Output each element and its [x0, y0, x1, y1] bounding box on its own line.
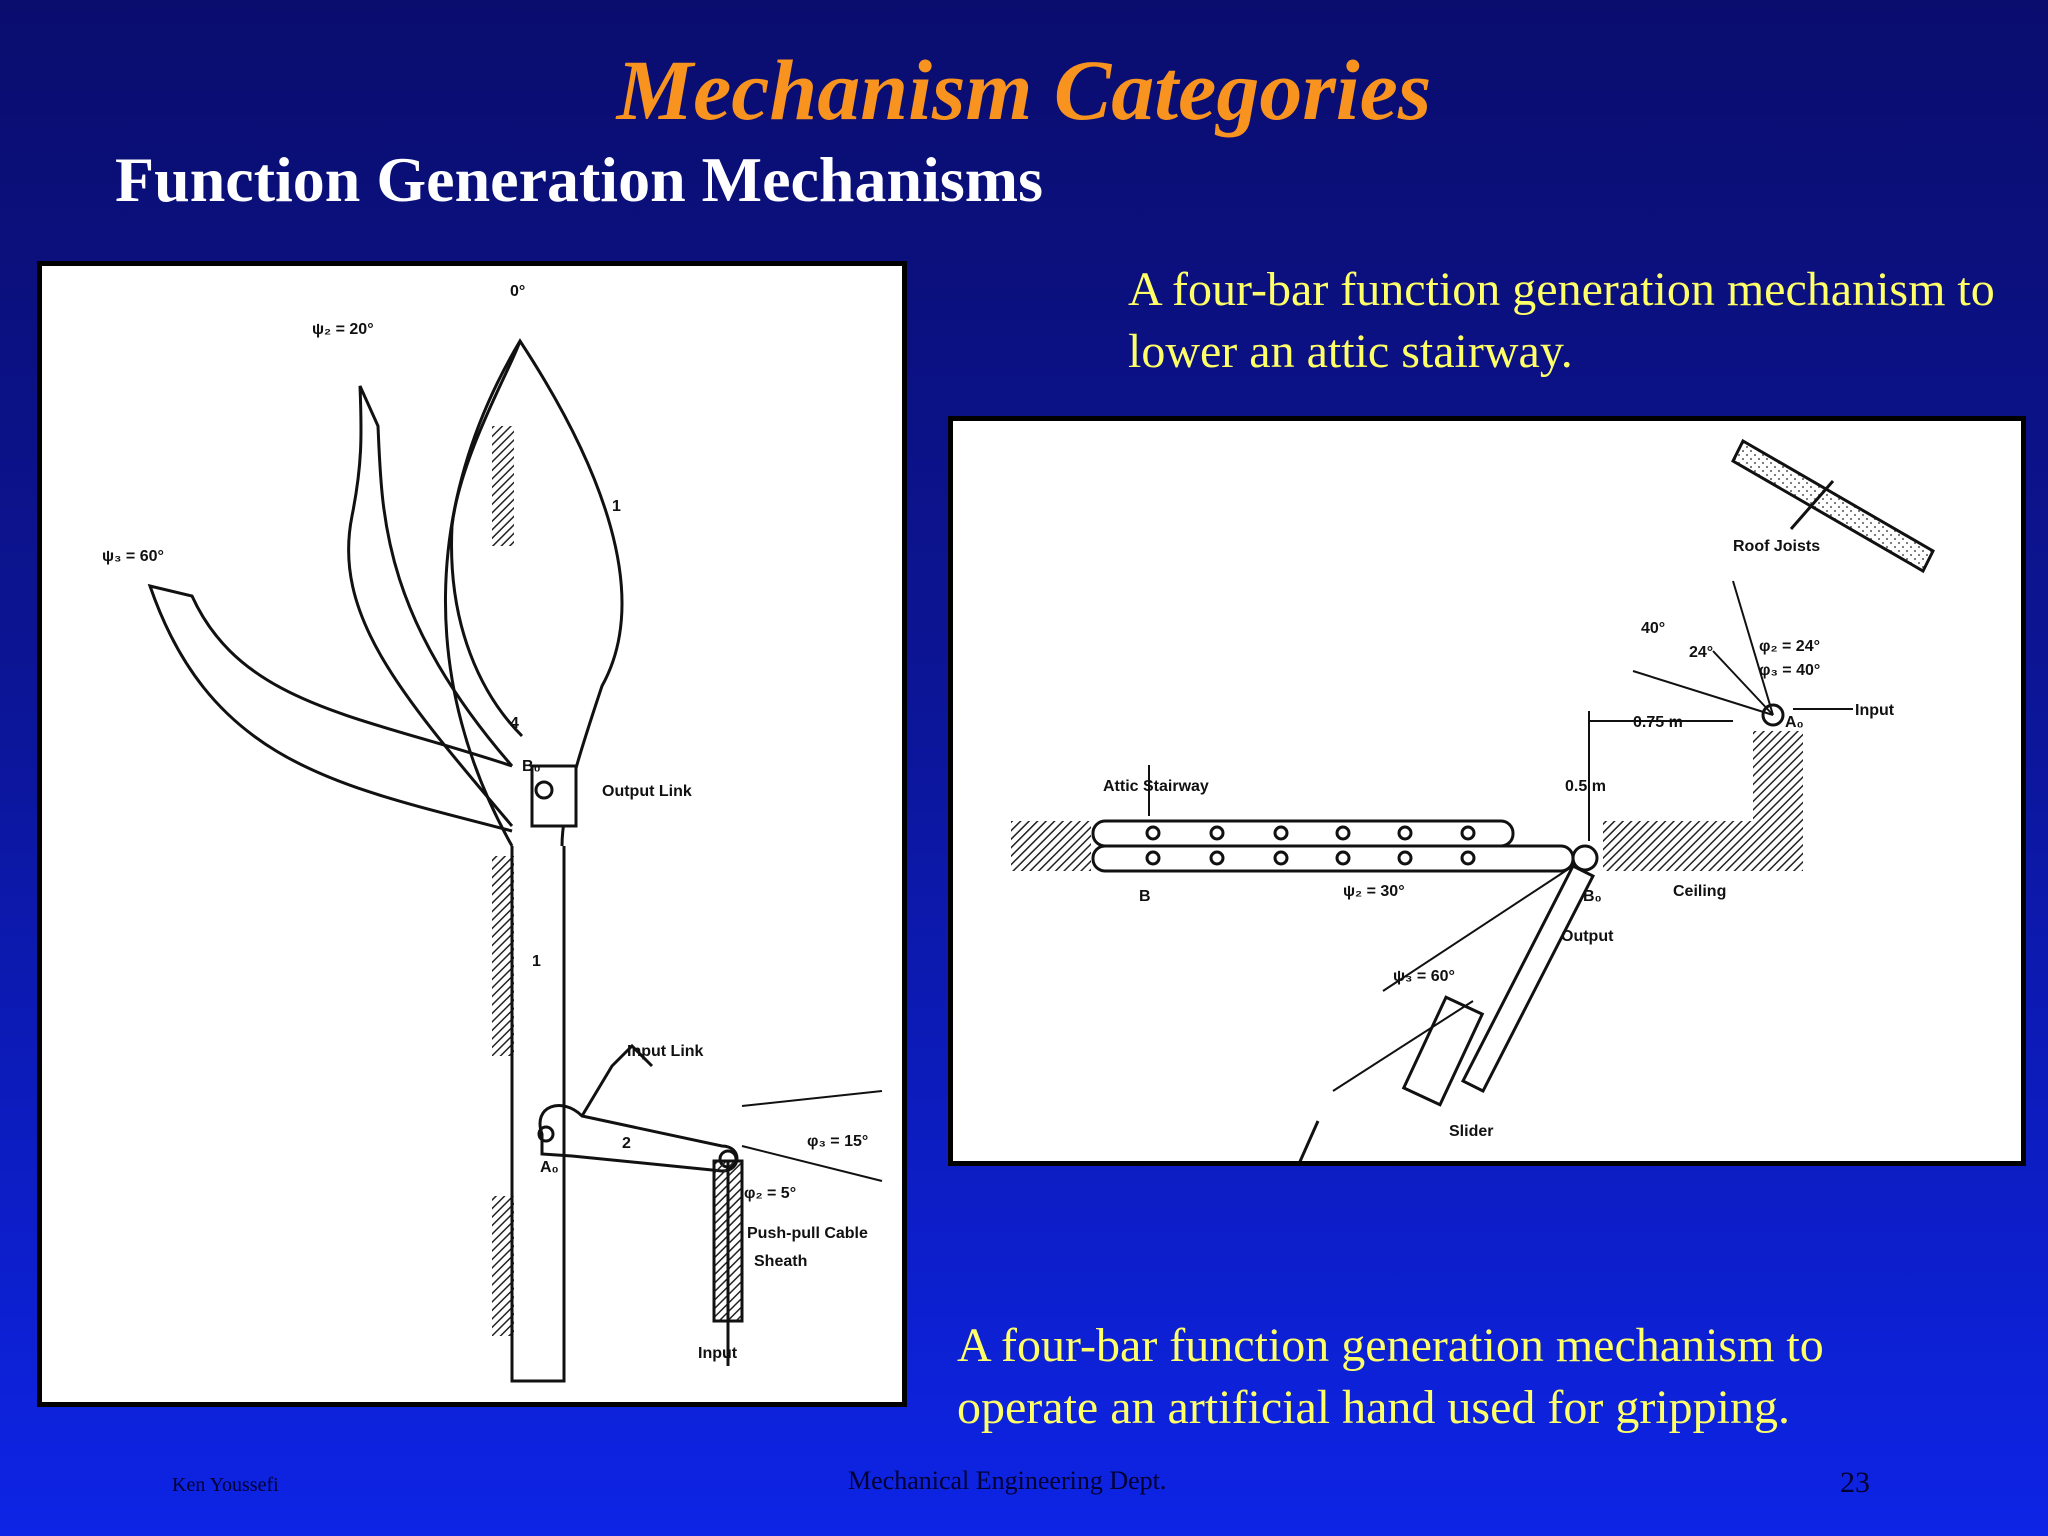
label-push-pull-cable: Push-pull Cable: [747, 1225, 868, 1242]
label-dist05: 0.5 m: [1565, 778, 1606, 795]
label-b0: B₀: [1583, 888, 1602, 905]
jaw-20deg: [347, 385, 514, 827]
footer-page-number: 23: [1840, 1466, 1870, 1499]
attic-stairway-diagram: Roof Joists 40° 24° φ₂ = 24° φ₃ = 40° In…: [1011, 438, 1935, 1161]
input-line-40: [1632, 670, 1774, 716]
label-ceiling: Ceiling: [1673, 883, 1726, 900]
label-twentyfour: 24°: [1689, 644, 1713, 661]
label-link1-top: 1: [612, 498, 621, 515]
stair-rail-top: [1091, 819, 1515, 848]
input-link-arm: [580, 1043, 654, 1117]
caption-attic-stairway: A four-bar function generation mechanism…: [1128, 263, 1995, 378]
roof-joist: [1731, 438, 1935, 574]
ground-hatch-top: [492, 426, 514, 546]
label-psi3: ψ₃ = 60°: [1393, 968, 1455, 985]
label-phi2: φ₂ = 5°: [744, 1185, 796, 1202]
label-link4: 4: [510, 715, 519, 732]
label-b: B: [1139, 888, 1151, 905]
attic-stairway-figure: Roof Joists 40° 24° φ₂ = 24° φ₃ = 40° In…: [948, 416, 2026, 1166]
slide-subtitle: Function Generation Mechanisms: [115, 144, 1043, 215]
artificial-hand-figure: 0° ψ₂ = 20° ψ₃ = 60° 1 4 B₀ Output Link …: [37, 261, 907, 1407]
wall-left: [1011, 821, 1091, 871]
angle-line-bottom: [741, 1145, 883, 1182]
label-phi2: φ₂ = 24°: [1759, 638, 1820, 655]
label-slider: Slider: [1449, 1123, 1493, 1140]
stair-rungs: [1145, 825, 1476, 866]
ceiling-block: [1603, 731, 1803, 871]
output-link: [1460, 863, 1596, 1094]
label-a0: A₀: [1785, 714, 1804, 731]
ground-hatch-low: [492, 1196, 514, 1336]
label-psi2: ψ₂ = 20°: [312, 321, 374, 338]
pivot-a0: [1761, 703, 1785, 727]
label-psi3: ψ₃ = 60°: [102, 548, 164, 565]
label-link2: 2: [622, 1135, 631, 1152]
input-line-24: [1712, 650, 1774, 716]
label-a0: A₀: [540, 1159, 559, 1176]
angle-line-top: [741, 1090, 883, 1107]
label-zero: 0°: [510, 283, 525, 300]
label-phi3: φ₃ = 15°: [807, 1133, 868, 1150]
slider-dir-line: [1332, 1000, 1474, 1092]
label-input: Input: [1855, 702, 1895, 719]
caption-artificial-hand: A four-bar function generation mechanism…: [957, 1319, 1824, 1434]
stair-rail-bottom: [1091, 844, 1575, 873]
input-line-0: [1732, 580, 1774, 716]
pivot-a0: [537, 1125, 555, 1143]
label-output: Output: [1561, 928, 1614, 945]
jaw-closed-inner: [450, 340, 524, 738]
pivot-b0: [1571, 844, 1599, 872]
label-output-link: Output Link: [602, 783, 692, 800]
pivot-b0: [534, 780, 554, 800]
label-roof-joists: Roof Joists: [1733, 538, 1820, 555]
label-b0: B₀: [522, 758, 541, 775]
footer-department: Mechanical Engineering Dept.: [848, 1466, 1167, 1495]
label-input: Input: [698, 1345, 738, 1362]
label-psi2: ψ₂ = 30°: [1343, 883, 1405, 900]
label-link1-mid: 1: [532, 953, 541, 970]
artificial-hand-diagram: 0° ψ₂ = 20° ψ₃ = 60° 1 4 B₀ Output Link …: [102, 283, 883, 1383]
slider-arrow: [1298, 1120, 1320, 1161]
label-input-link: Input Link: [627, 1043, 704, 1060]
link-1-vertical: [510, 846, 566, 1383]
footer-author: Ken Youssefi: [172, 1474, 279, 1496]
psi3-line: [1382, 865, 1574, 992]
label-dist075: 0.75 m: [1633, 714, 1683, 731]
jaw-60deg: [147, 583, 513, 833]
label-forty: 40°: [1641, 620, 1665, 637]
label-attic-stairway: Attic Stairway: [1103, 778, 1209, 795]
slider: [1401, 995, 1485, 1107]
roof-arrow: [1789, 480, 1835, 530]
label-sheath: Sheath: [754, 1253, 807, 1270]
ground-hatch-mid: [492, 856, 514, 1056]
slide-title: Mechanism Categories: [616, 42, 1432, 138]
input-link-2: [538, 1104, 739, 1173]
jaw-closed-outer: [444, 338, 624, 847]
label-phi3: φ₃ = 40°: [1759, 662, 1820, 679]
